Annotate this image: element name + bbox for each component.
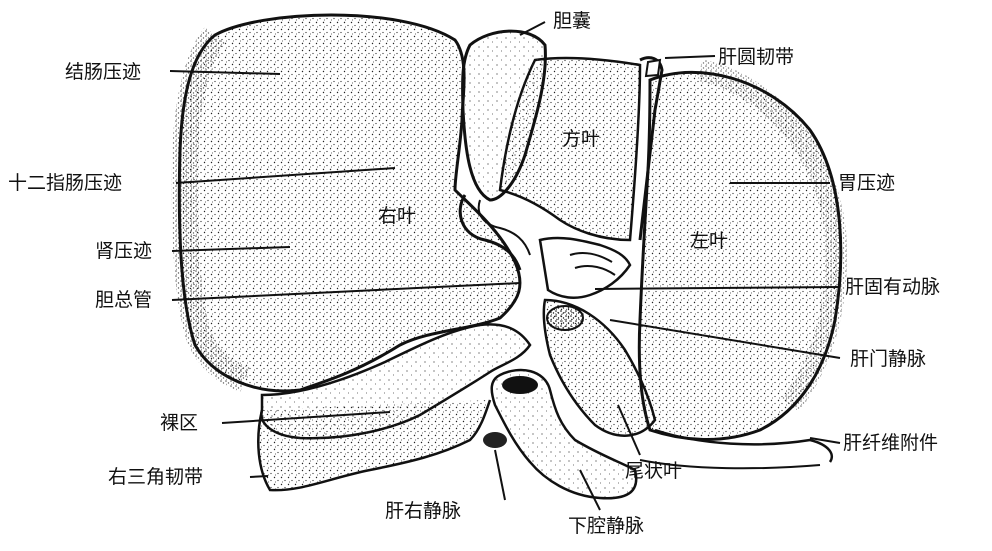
label-gallbladder: 胆囊 (553, 10, 591, 32)
label-hepatic-portal-vein: 肝门静脉 (850, 348, 926, 370)
label-gastric-impression: 胃压迹 (838, 172, 895, 194)
label-right-hepatic-vein: 肝右静脉 (385, 500, 461, 522)
label-proper-hepatic-artery: 肝固有动脉 (845, 276, 940, 298)
label-caudate-lobe: 尾状叶 (625, 460, 682, 482)
label-inferior-vena-cava: 下腔静脉 (568, 515, 644, 537)
label-quadrate-lobe: 方叶 (562, 128, 600, 150)
label-right-lobe: 右叶 (378, 205, 416, 227)
label-renal-impression: 肾压迹 (95, 240, 152, 262)
label-colic-impression: 结肠压迹 (65, 61, 141, 83)
label-round-ligament: 肝圆韧带 (718, 46, 794, 68)
label-right-triangular-ligament: 右三角韧带 (108, 466, 203, 488)
label-duodenal-impression: 十二指肠压迹 (8, 172, 122, 194)
label-bare-area: 裸区 (160, 412, 198, 434)
label-common-bile-duct: 胆总管 (95, 289, 152, 311)
label-fibrous-appendix: 肝纤维附件 (843, 432, 938, 454)
label-left-lobe: 左叶 (690, 230, 728, 252)
